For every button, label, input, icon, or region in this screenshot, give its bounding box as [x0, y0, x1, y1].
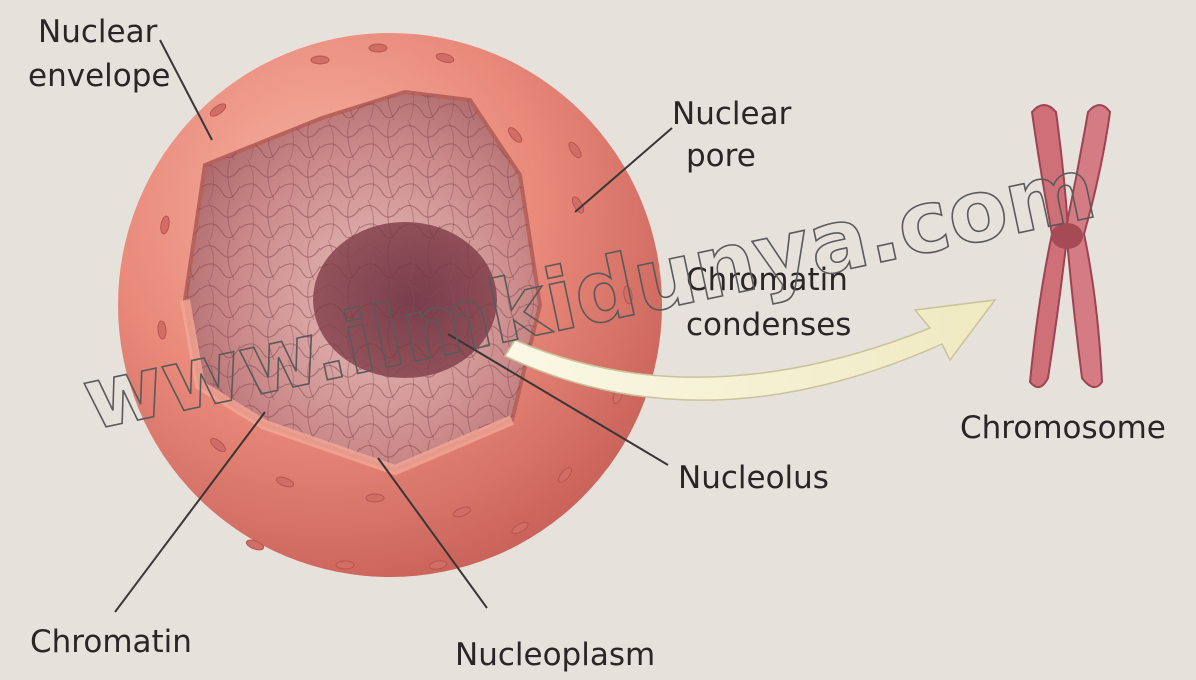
label-nuclear-envelope-line1: Nuclear	[38, 14, 158, 50]
label-nucleolus: Nucleolus	[678, 460, 829, 496]
label-nuclear-envelope-line2: envelope	[28, 58, 170, 94]
label-nucleoplasm: Nucleoplasm	[455, 637, 655, 673]
nuclear-pore	[311, 56, 329, 64]
label-nuclear-pore-line2: pore	[686, 138, 756, 174]
label-chromosome: Chromosome	[960, 410, 1166, 446]
nuclear-pore	[366, 494, 384, 502]
label-chromatin: Chromatin	[30, 624, 192, 660]
nuclear-pore	[336, 561, 354, 569]
label-nuclear-pore-line1: Nuclear	[672, 96, 792, 132]
nuclear-pore	[369, 44, 387, 52]
